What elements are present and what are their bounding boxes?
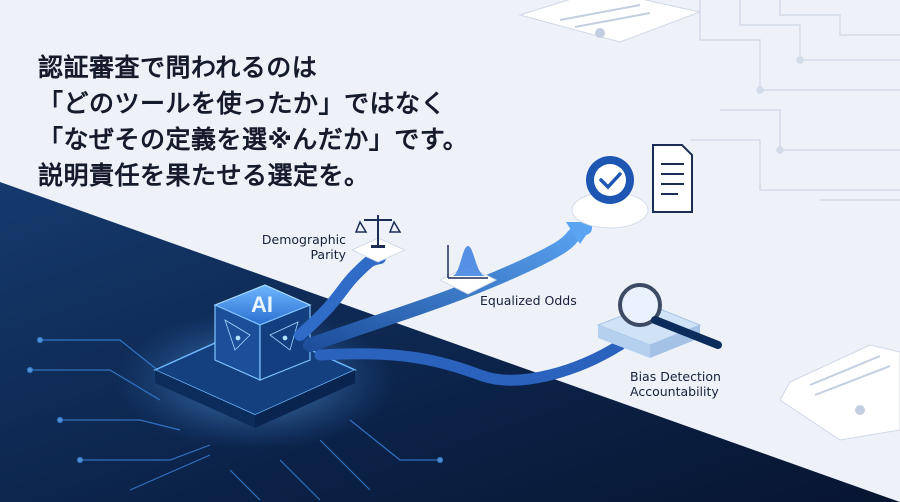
document-sheet-top [518,0,702,43]
headline-line-1: 認証審査で問われるのは [38,53,318,82]
bias-detection-line-1: Bias Detection [630,369,721,384]
flow-paths [294,221,626,386]
demographic-parity-label: Demographic Parity [250,232,346,262]
circuit-lines-top [690,0,900,201]
ai-chip-label: AI [251,292,273,317]
arrow-head [566,222,595,244]
magnifier-icon [596,283,722,358]
headline-line-4: 説明責任を果たせる選定を。 [38,161,370,190]
headline-line-3: 「なぜその定義を選※んだか」です。 [38,125,469,154]
demographic-parity-line-2: Parity [310,247,346,262]
document-icon [652,144,693,213]
bias-detection-label: Bias Detection Accountability [630,369,721,399]
headline: 認証審査で問われるのは 「どのツールを使ったか」ではなく 「なぜその定義を選※ん… [38,50,468,194]
bias-detection-line-2: Accountability [630,384,719,399]
headline-line-2: 「どのツールを使ったか」ではなく [38,89,447,118]
balance-scale-icon [350,215,407,263]
demographic-parity-line-1: Demographic [261,232,346,247]
document-sheet-bottom [779,344,900,441]
equalized-odds-label: Equalized Odds [480,293,577,308]
bell-curve-icon [438,245,498,295]
equalized-odds-text: Equalized Odds [480,293,577,308]
check-badge-icon [571,156,649,229]
